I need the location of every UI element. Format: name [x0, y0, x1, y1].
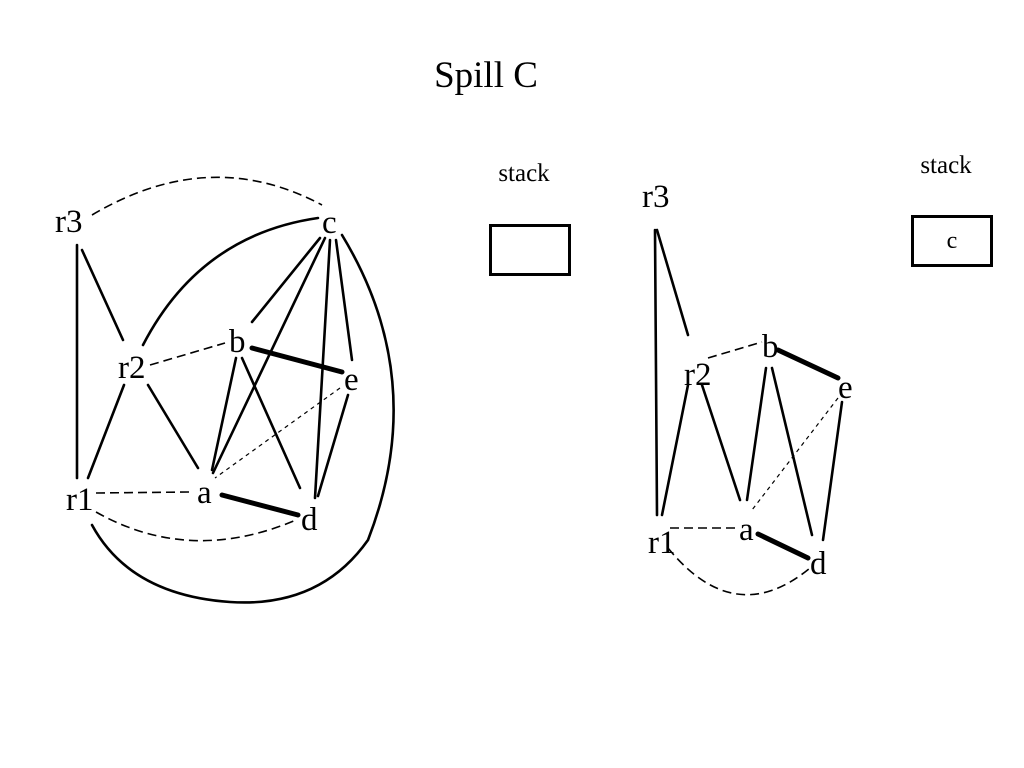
node-c: c	[322, 205, 337, 241]
node-r1: r1	[66, 482, 94, 518]
left-stack-label: stack	[498, 160, 550, 187]
edge-c-e	[334, 238, 354, 362]
right-graph: r3 r2 b e r1 a d	[642, 179, 853, 596]
edge-r2-a	[146, 383, 200, 470]
node-d: d	[301, 502, 318, 538]
edge-c-a	[211, 236, 327, 475]
edge-r2-a	[700, 383, 742, 502]
node-e: e	[838, 370, 853, 406]
edge-r2-b	[149, 342, 226, 366]
edge-r1-a	[95, 491, 191, 494]
node-r1: r1	[648, 525, 676, 561]
edge-r3-c	[91, 176, 323, 216]
edge-e-d	[316, 393, 350, 498]
node-b: b	[229, 324, 246, 360]
right-stack-label: stack	[920, 152, 972, 179]
edge-c-b	[250, 236, 322, 324]
edge-c-r2	[141, 216, 320, 347]
right-stack-box: c	[911, 215, 993, 267]
edge-b-a	[745, 366, 768, 502]
page-title: Spill C	[434, 55, 538, 96]
node-a: a	[197, 475, 212, 511]
edge-r1-d	[95, 511, 297, 542]
edge-r1-d	[667, 547, 811, 596]
edge-r3-r2	[655, 228, 690, 337]
edge-e-a	[214, 387, 341, 479]
node-b: b	[762, 329, 779, 365]
edge-a-d	[219, 492, 301, 518]
edge-e-a	[751, 397, 839, 511]
node-a: a	[739, 512, 754, 548]
edge-r2-b	[707, 341, 763, 359]
edge-r2-r1	[660, 383, 690, 517]
node-e: e	[344, 362, 359, 398]
edge-b-e	[249, 345, 345, 375]
edge-b-a	[210, 356, 238, 472]
edge-c-r1	[90, 233, 395, 604]
edge-b-d	[770, 366, 814, 537]
node-r3: r3	[55, 204, 83, 240]
edge-b-e	[775, 347, 841, 381]
node-r2: r2	[118, 350, 146, 386]
edge-r3-r2	[80, 248, 125, 342]
edge-r3-r1	[653, 228, 659, 517]
node-d: d	[810, 546, 827, 582]
edge-r2-r1	[86, 383, 126, 480]
left-stack-box	[489, 224, 571, 276]
left-graph: r3 c r2 b e r1 a d	[55, 176, 395, 604]
edge-b-d	[240, 356, 302, 490]
edge-e-d	[821, 400, 844, 542]
edge-a-d	[755, 531, 811, 561]
node-r2: r2	[684, 357, 712, 393]
right-stack-contents: c	[946, 227, 958, 254]
node-r3: r3	[642, 179, 670, 215]
